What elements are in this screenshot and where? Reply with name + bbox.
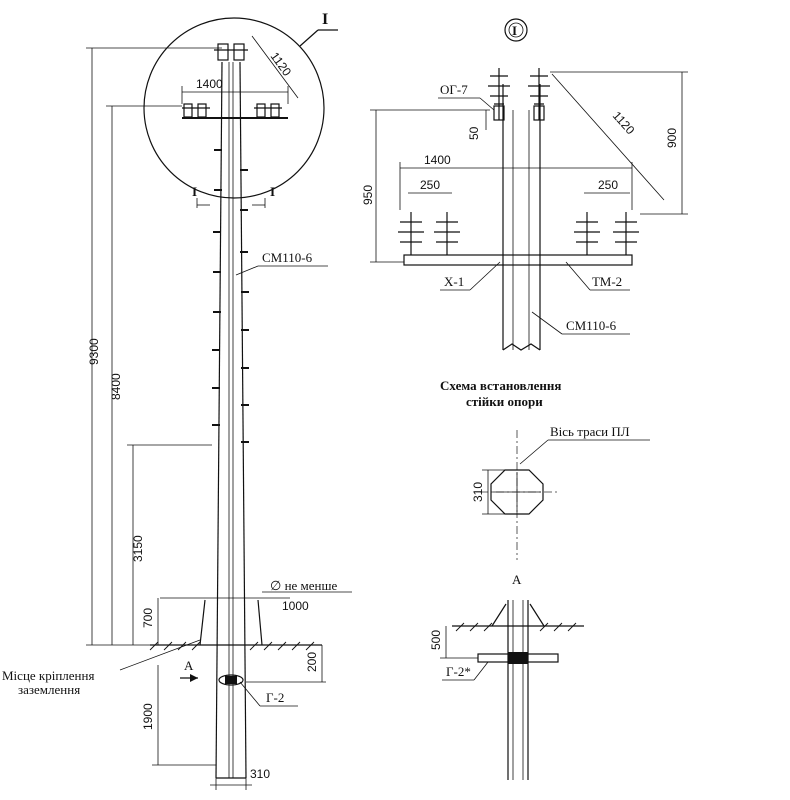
dim-1400-left: 1400 [196, 77, 223, 91]
dim-1120-left: 1120 [268, 50, 295, 79]
label-pole-left: СМ110-6 [262, 250, 313, 265]
detail-circle [143, 17, 325, 199]
top-insulators [214, 43, 248, 61]
ground-hatch-left [149, 641, 315, 651]
installation-scheme: Схема встановлення стійки опори 310 Вісь… [440, 378, 650, 560]
dim-500: 500 [429, 630, 443, 650]
view-a-title: А [512, 572, 522, 587]
dim-8400: 8400 [109, 373, 123, 400]
label-not-less-prefix: ∅ не менше [270, 578, 338, 593]
label-ground-place-2: заземлення [18, 682, 80, 697]
dim-950: 950 [361, 185, 375, 205]
label-ground-place-1: Місце кріплення [2, 668, 94, 683]
scheme-title-2: стійки опори [466, 394, 543, 409]
dim-250-b: 250 [598, 178, 618, 192]
dim-700: 700 [141, 608, 155, 628]
label-og7: ОГ-7 [440, 82, 468, 97]
pole-elevation: I I I 1400 1120 СМ110-6 [2, 11, 352, 790]
callout-main-label: I [322, 11, 328, 28]
ground-hatch-view-a [455, 622, 577, 632]
label-pole-right: СМ110-6 [566, 318, 617, 333]
cross-arm [182, 103, 288, 119]
dim-1900: 1900 [141, 703, 155, 730]
label-axis-line: Вісь траси ПЛ [550, 424, 630, 439]
view-a-mark: А [184, 658, 194, 673]
view-a-detail: А 500 Г-2* [429, 572, 584, 780]
label-not-less-value: 1000 [282, 599, 309, 613]
pole-section-octagon [490, 469, 544, 515]
cross-arm-detail [403, 254, 633, 266]
scheme-title-1: Схема встановлення [440, 378, 561, 393]
callout-detail-label: I [512, 23, 517, 38]
label-tm2: ТМ-2 [592, 274, 622, 289]
dim-3150: 3150 [131, 535, 145, 562]
lower-insulators [398, 212, 639, 255]
dim-1400-right: 1400 [424, 153, 451, 167]
dim-200: 200 [305, 652, 319, 672]
top-insulators-detail [488, 68, 550, 121]
label-g2-star: Г-2* [446, 664, 471, 679]
detail-view-i: I 1400 250 250 [361, 18, 688, 351]
pole-steps [212, 149, 249, 443]
label-g2: Г-2 [266, 690, 284, 705]
dim-310-bottom: 310 [250, 767, 270, 781]
section-mark-right: I [270, 184, 275, 199]
label-x1: Х-1 [444, 274, 464, 289]
section-mark-left: I [192, 184, 197, 199]
dim-9300: 9300 [87, 338, 101, 365]
dim-900: 900 [665, 128, 679, 148]
dim-1120-right: 1120 [610, 109, 638, 138]
dim-250-a: 250 [420, 178, 440, 192]
dim-50: 50 [467, 126, 481, 140]
dim-310-plan: 310 [471, 482, 485, 502]
